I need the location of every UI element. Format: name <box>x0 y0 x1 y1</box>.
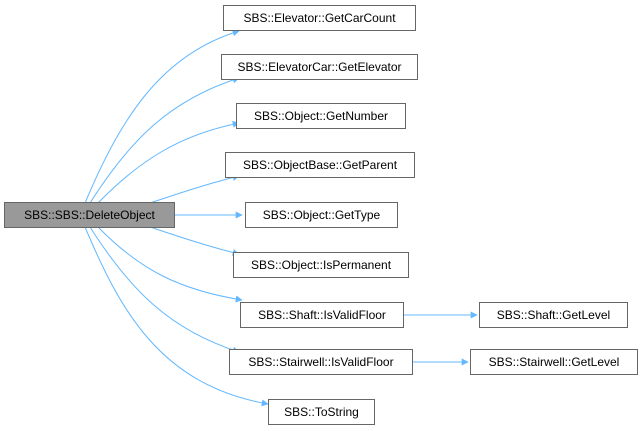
node-object-ispermanent[interactable]: SBS::Object::IsPermanent <box>233 252 409 278</box>
edge-to-ispermanent <box>149 226 240 256</box>
edge-to-tostring <box>84 226 269 407</box>
node-tostring[interactable]: SBS::ToString <box>268 399 375 425</box>
edge-to-shaft-isvalidfloor <box>97 226 243 303</box>
node-label: SBS::SBS::DeleteObject <box>24 208 155 222</box>
node-label: SBS::Stairwell::IsValidFloor <box>248 355 394 369</box>
node-label: SBS::Stairwell::GetLevel <box>488 355 620 369</box>
node-label: SBS::ElevatorCar::GetElevator <box>237 60 402 74</box>
node-shaft-isvalidfloor[interactable]: SBS::Shaft::IsValidFloor <box>240 302 404 328</box>
node-label: SBS::Object::GetNumber <box>253 109 389 123</box>
node-root-deleteobject[interactable]: SBS::SBS::DeleteObject <box>4 202 175 228</box>
node-objectbase-getparent[interactable]: SBS::ObjectBase::GetParent <box>225 152 415 178</box>
node-elevator-getcarcount[interactable]: SBS::Elevator::GetCarCount <box>223 5 416 31</box>
edges <box>84 29 478 407</box>
node-label: SBS::Object::GetType <box>262 208 381 222</box>
node-label: SBS::Object::IsPermanent <box>250 258 392 272</box>
node-shaft-getlevel[interactable]: SBS::Shaft::GetLevel <box>479 302 628 328</box>
edge-to-getelevator <box>89 76 240 204</box>
node-object-gettype[interactable]: SBS::Object::GetType <box>245 202 398 228</box>
node-elevatorcar-getelevator[interactable]: SBS::ElevatorCar::GetElevator <box>221 54 418 80</box>
node-label: SBS::Elevator::GetCarCount <box>243 11 396 25</box>
edge-to-getcarcount <box>84 29 240 204</box>
node-stairwell-getlevel[interactable]: SBS::Stairwell::GetLevel <box>470 349 638 375</box>
edge-to-getparent <box>149 174 240 204</box>
edge-to-getnumber <box>97 120 240 204</box>
edge-to-stairwell-isvalidfloor <box>89 226 240 354</box>
node-label: SBS::ObjectBase::GetParent <box>242 158 398 172</box>
node-label: SBS::Shaft::IsValidFloor <box>258 308 386 322</box>
node-object-getnumber[interactable]: SBS::Object::GetNumber <box>236 103 406 129</box>
node-stairwell-isvalidfloor[interactable]: SBS::Stairwell::IsValidFloor <box>229 349 413 375</box>
node-label: SBS::Shaft::GetLevel <box>496 308 611 322</box>
node-label: SBS::ToString <box>284 405 359 419</box>
